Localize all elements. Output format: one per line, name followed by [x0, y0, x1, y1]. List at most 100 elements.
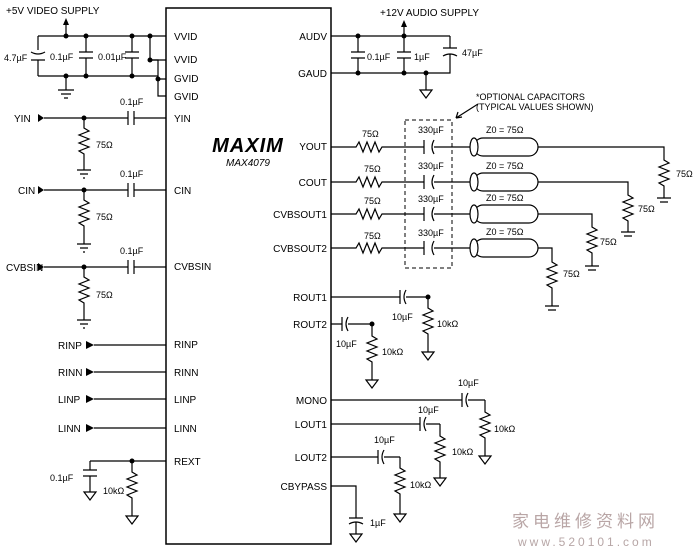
yout-cap-label: 330µF: [418, 125, 444, 135]
pin-yin: YIN: [174, 114, 191, 125]
optional-caps-note-2: (TYPICAL VALUES SHOWN): [476, 102, 594, 112]
cout-load-label: 75Ω: [638, 204, 655, 214]
left-pin-labels: VVID VVID GVID GVID YIN CIN CVBSIN RINP …: [174, 32, 211, 468]
audio-cap-47u-label: 47µF: [462, 48, 483, 58]
pin-linp: LINP: [174, 395, 197, 406]
cin-cap-label: 0.1µF: [120, 169, 144, 179]
lout2-network: 10µF 10kΩ: [331, 435, 432, 523]
pin-gaud: GAUD: [298, 69, 327, 80]
pin-rinp: RINP: [174, 340, 198, 351]
lout1-network: 10µF 10kΩ: [331, 405, 474, 487]
pin-audv: AUDV: [299, 32, 327, 43]
pin-cout: COUT: [299, 178, 327, 189]
optional-caps-box: [404, 119, 453, 269]
right-pin-labels: AUDV GAUD YOUT COUT CVBSOUT1 CVBSOUT2 RO…: [273, 32, 327, 493]
cout-z0-label: Z0 = 75Ω: [486, 161, 524, 171]
yin-network: YIN 0.1µF 75Ω: [14, 97, 166, 179]
optional-caps-note-1: *OPTIONAL CAPACITORS: [476, 92, 585, 102]
rout1-cap-label: 10µF: [392, 312, 413, 322]
cbypass-network: 1µF: [331, 485, 386, 543]
cvbsin-cap-label: 0.1µF: [120, 246, 144, 256]
linn-label: LINN: [58, 424, 81, 435]
pin-rinn: RINN: [174, 368, 198, 379]
rinp-label: RINP: [58, 341, 82, 352]
pin-lout2: LOUT2: [295, 453, 328, 464]
cvbsout2-z0-label: Z0 = 75Ω: [486, 227, 524, 237]
pin-cvbsout2: CVBSOUT2: [273, 244, 327, 255]
cvbsin-network: CVBSIN 0.1µF 75Ω: [6, 246, 166, 329]
rout2-cap-label: 10µF: [336, 339, 357, 349]
cap-0u1-video-label: 0.1µF: [50, 52, 74, 62]
pin-gvid-1: GVID: [174, 74, 198, 85]
yin-res-label: 75Ω: [96, 140, 113, 150]
cout-network: 75Ω 330µF Z0 = 75Ω 75Ω: [331, 161, 655, 237]
rext-cap-label: 0.1µF: [50, 473, 74, 483]
rext-res-label: 10kΩ: [103, 486, 125, 496]
yin-label: YIN: [14, 114, 31, 125]
pin-rext: REXT: [174, 457, 201, 468]
lout2-cap-label: 10µF: [374, 435, 395, 445]
pin-yout: YOUT: [299, 142, 327, 153]
rext-network: 0.1µF 10kΩ: [50, 458, 166, 525]
mono-network: 10µF 10kΩ: [331, 378, 516, 465]
pin-vvid-1: VVID: [174, 32, 197, 43]
pin-rout1: ROUT1: [293, 293, 327, 304]
linp-label: LINP: [58, 395, 81, 406]
part-number: MAX4079: [226, 158, 270, 169]
pin-linn: LINN: [174, 424, 197, 435]
yin-cap-label: 0.1µF: [120, 97, 144, 107]
cin-label: CIN: [18, 186, 35, 197]
rout2-network: 10µF 10kΩ: [331, 316, 404, 389]
pin-lout1: LOUT1: [295, 420, 328, 431]
cin-res-label: 75Ω: [96, 212, 113, 222]
yout-network: 75Ω 330µF Z0 = 75Ω 75Ω: [331, 125, 693, 203]
rout2-res-label: 10kΩ: [382, 347, 404, 357]
cvbsout2-load-label: 75Ω: [563, 269, 580, 279]
pin-cvbsin: CVBSIN: [174, 262, 211, 273]
yout-z0-label: Z0 = 75Ω: [486, 125, 524, 135]
maxim-logo: MAXIM: [212, 135, 284, 157]
cin-network: CIN 0.1µF 75Ω: [18, 169, 166, 253]
mono-cap-label: 10µF: [458, 378, 479, 388]
cvbsout1-load-label: 75Ω: [600, 237, 617, 247]
audio-cap-0u1-label: 0.1µF: [367, 52, 391, 62]
lout1-cap-label: 10µF: [418, 405, 439, 415]
cvbsout1-res-label: 75Ω: [364, 196, 381, 206]
pin-cbypass: CBYPASS: [281, 482, 328, 493]
pin-cin: CIN: [174, 186, 191, 197]
video-supply-network: +5V VIDEO SUPPLY 4.7µF 0.1µF 0.01µF: [4, 6, 166, 99]
audio-supply-network: +12V AUDIO SUPPLY 0.1µF 1µF 47µF: [331, 8, 483, 99]
pin-rout2: ROUT2: [293, 320, 327, 331]
audio-inputs: RINP RINN LINP LINN: [58, 341, 166, 435]
cout-res-label: 75Ω: [364, 164, 381, 174]
cvbsin-res-label: 75Ω: [96, 290, 113, 300]
cvbsin-label: CVBSIN: [6, 263, 43, 274]
yout-load-label: 75Ω: [676, 169, 693, 179]
audio-supply-label: +12V AUDIO SUPPLY: [380, 8, 479, 19]
lout1-res-label: 10kΩ: [452, 447, 474, 457]
cout-cap-label: 330µF: [418, 161, 444, 171]
cvbsout1-z0-label: Z0 = 75Ω: [486, 193, 524, 203]
cap-0u01-label: 0.01µF: [98, 52, 127, 62]
video-supply-label: +5V VIDEO SUPPLY: [6, 6, 100, 17]
pin-vvid-2: VVID: [174, 55, 197, 66]
cvbsout2-network: 75Ω 330µF Z0 = 75Ω 75Ω: [331, 227, 580, 311]
cvbsout2-cap-label: 330µF: [418, 228, 444, 238]
ic-body: [165, 7, 332, 545]
rout1-network: 10µF 10kΩ: [331, 289, 459, 361]
cvbsout1-cap-label: 330µF: [418, 194, 444, 204]
cap-4u7-label: 4.7µF: [4, 53, 28, 63]
watermark-url: www.520101.com: [517, 535, 655, 549]
watermark-cn: 家电维修资料网: [512, 512, 659, 531]
lout2-res-label: 10kΩ: [410, 480, 432, 490]
rinn-label: RINN: [58, 368, 82, 379]
cvbsout2-res-label: 75Ω: [364, 231, 381, 241]
mono-res-label: 10kΩ: [494, 424, 516, 434]
pin-mono: MONO: [296, 396, 327, 407]
pin-gvid-2: GVID: [174, 92, 198, 103]
cvbsout1-network: 75Ω 330µF Z0 = 75Ω 75Ω: [331, 193, 617, 271]
audio-cap-1u-label: 1µF: [414, 52, 430, 62]
cbypass-cap-label: 1µF: [370, 518, 386, 528]
rout1-res-label: 10kΩ: [437, 319, 459, 329]
